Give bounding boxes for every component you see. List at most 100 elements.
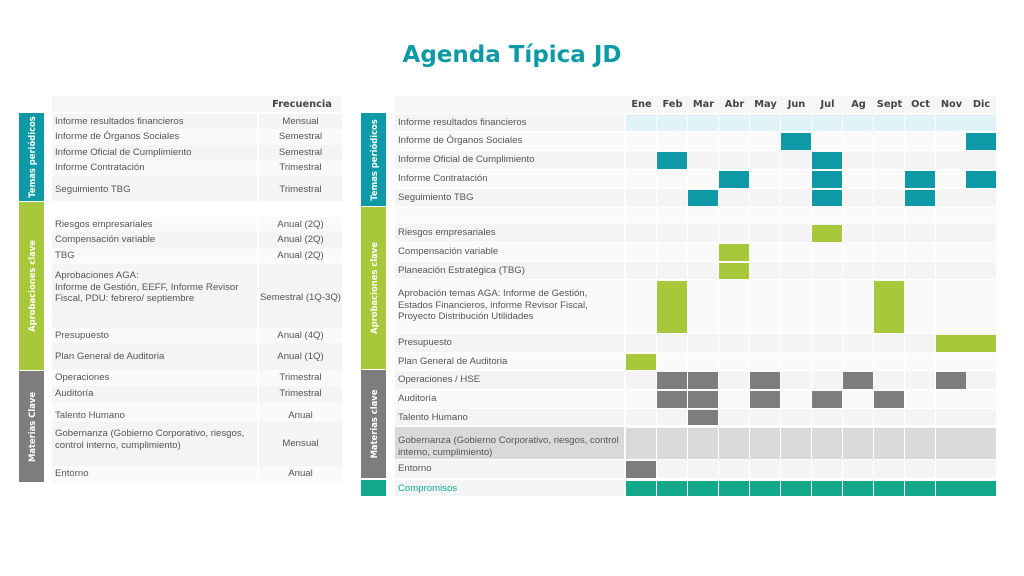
month-cell <box>688 280 718 333</box>
left-topic-9: Aprobaciones AGA: Informe de Gestión, EE… <box>55 270 239 305</box>
calendar-mark <box>657 391 687 408</box>
month-cell <box>905 460 935 478</box>
left-group-1: Temas periódicos <box>19 113 44 201</box>
calendar-topic-1: Informe resultados financieros <box>398 117 527 128</box>
left-topic-10: Presupuesto <box>55 330 109 341</box>
calendar-mark <box>688 372 718 389</box>
month-cell <box>688 243 718 261</box>
left-freq-band <box>259 176 342 201</box>
left-topic-13: Auditoría <box>55 388 94 399</box>
left-row-band <box>52 232 257 248</box>
month-cell <box>812 132 842 150</box>
month-cell <box>936 409 966 425</box>
calendar-mark <box>626 461 656 478</box>
month-cell <box>966 224 996 242</box>
month-cell <box>688 207 718 223</box>
left-topic-6: Riesgos empresariales <box>55 219 153 230</box>
left-freq-band <box>259 232 342 248</box>
month-cell <box>905 132 935 150</box>
month-header-jul: Jul <box>820 99 835 110</box>
month-cell <box>657 207 687 223</box>
month-cell <box>781 262 811 279</box>
month-cell <box>688 170 718 188</box>
calendar-topic-17: Entorno <box>398 463 432 474</box>
month-cell <box>874 224 904 242</box>
calendar-topic-2: Informe de Órganos Sociales <box>398 135 523 146</box>
left-freq-1: Mensual <box>282 116 319 127</box>
month-header-oct: Oct <box>911 99 930 110</box>
month-cell <box>657 170 687 188</box>
calendar-row-band <box>395 371 624 389</box>
calendar-topic-15: Talento Humano <box>398 412 468 423</box>
month-cell <box>966 460 996 478</box>
month-cell <box>688 262 718 279</box>
calendar-row-band <box>395 243 624 261</box>
calendar-mark <box>812 190 842 206</box>
left-topic-11: Plan General de Auditoria <box>55 351 165 362</box>
left-topic-4: Informe Contratación <box>55 162 145 173</box>
left-topic-12: Operaciones <box>55 372 110 383</box>
month-cell <box>812 334 842 352</box>
month-cell <box>936 224 966 242</box>
calendar-group-label: Temas periódicos <box>368 118 379 201</box>
left-freq-band <box>259 422 342 468</box>
calendar-mark <box>750 391 780 408</box>
calendar-row-band <box>395 334 624 352</box>
calendar-mark <box>719 171 749 188</box>
calendar-mark <box>966 481 996 496</box>
month-cell <box>936 243 966 261</box>
month-cell <box>657 409 687 425</box>
month-cell <box>812 409 842 425</box>
calendar-mark <box>688 410 718 425</box>
left-freq-10: Anual (4Q) <box>277 330 324 341</box>
calendar-mark <box>719 244 749 261</box>
month-cell <box>874 371 904 389</box>
calendar-topic-13: Operaciones / HSE <box>398 374 481 385</box>
month-cell <box>843 224 873 242</box>
month-cell <box>966 353 996 370</box>
month-cell <box>626 262 656 279</box>
month-cell <box>657 132 687 150</box>
calendar-row-band <box>395 409 624 425</box>
month-header-ag: Ag <box>851 99 866 110</box>
month-cell <box>812 262 842 279</box>
month-header-jun: Jun <box>787 99 806 110</box>
calendar-mark <box>626 481 656 496</box>
left-topic-3: Informe Oficial de Cumplimiento <box>55 147 192 158</box>
month-cell <box>812 207 842 223</box>
left-freq-band <box>259 402 342 422</box>
month-cell <box>719 371 749 389</box>
calendar-mark <box>626 428 656 459</box>
calendar-mark <box>843 428 873 459</box>
month-cell <box>966 207 996 223</box>
month-cell <box>781 460 811 478</box>
month-cell <box>781 189 811 206</box>
month-cell <box>905 409 935 425</box>
month-cell <box>966 243 996 261</box>
calendar-mark <box>688 481 718 496</box>
month-cell <box>688 224 718 242</box>
month-cell <box>750 207 780 223</box>
calendar-mark <box>812 481 842 496</box>
left-freq-16: Anual <box>288 468 313 479</box>
left-topic-7: Compensación variable <box>55 234 156 245</box>
calendar-topic-7: Riesgos empresariales <box>398 227 496 238</box>
calendar-mark <box>688 115 718 131</box>
month-cell <box>812 280 842 333</box>
month-cell <box>626 280 656 333</box>
left-freq-band <box>259 145 342 160</box>
left-freq-14: Anual <box>288 410 313 421</box>
month-cell <box>874 409 904 425</box>
month-cell <box>781 170 811 188</box>
month-cell <box>750 132 780 150</box>
month-cell <box>843 262 873 279</box>
left-row-band <box>52 160 257 176</box>
left-row-band <box>52 217 257 233</box>
calendar-mark <box>781 115 811 131</box>
calendar-mark <box>657 281 687 333</box>
month-cell <box>719 151 749 169</box>
calendar-group-label: Materias clave <box>368 389 379 459</box>
month-cell <box>843 409 873 425</box>
month-cell <box>781 151 811 169</box>
